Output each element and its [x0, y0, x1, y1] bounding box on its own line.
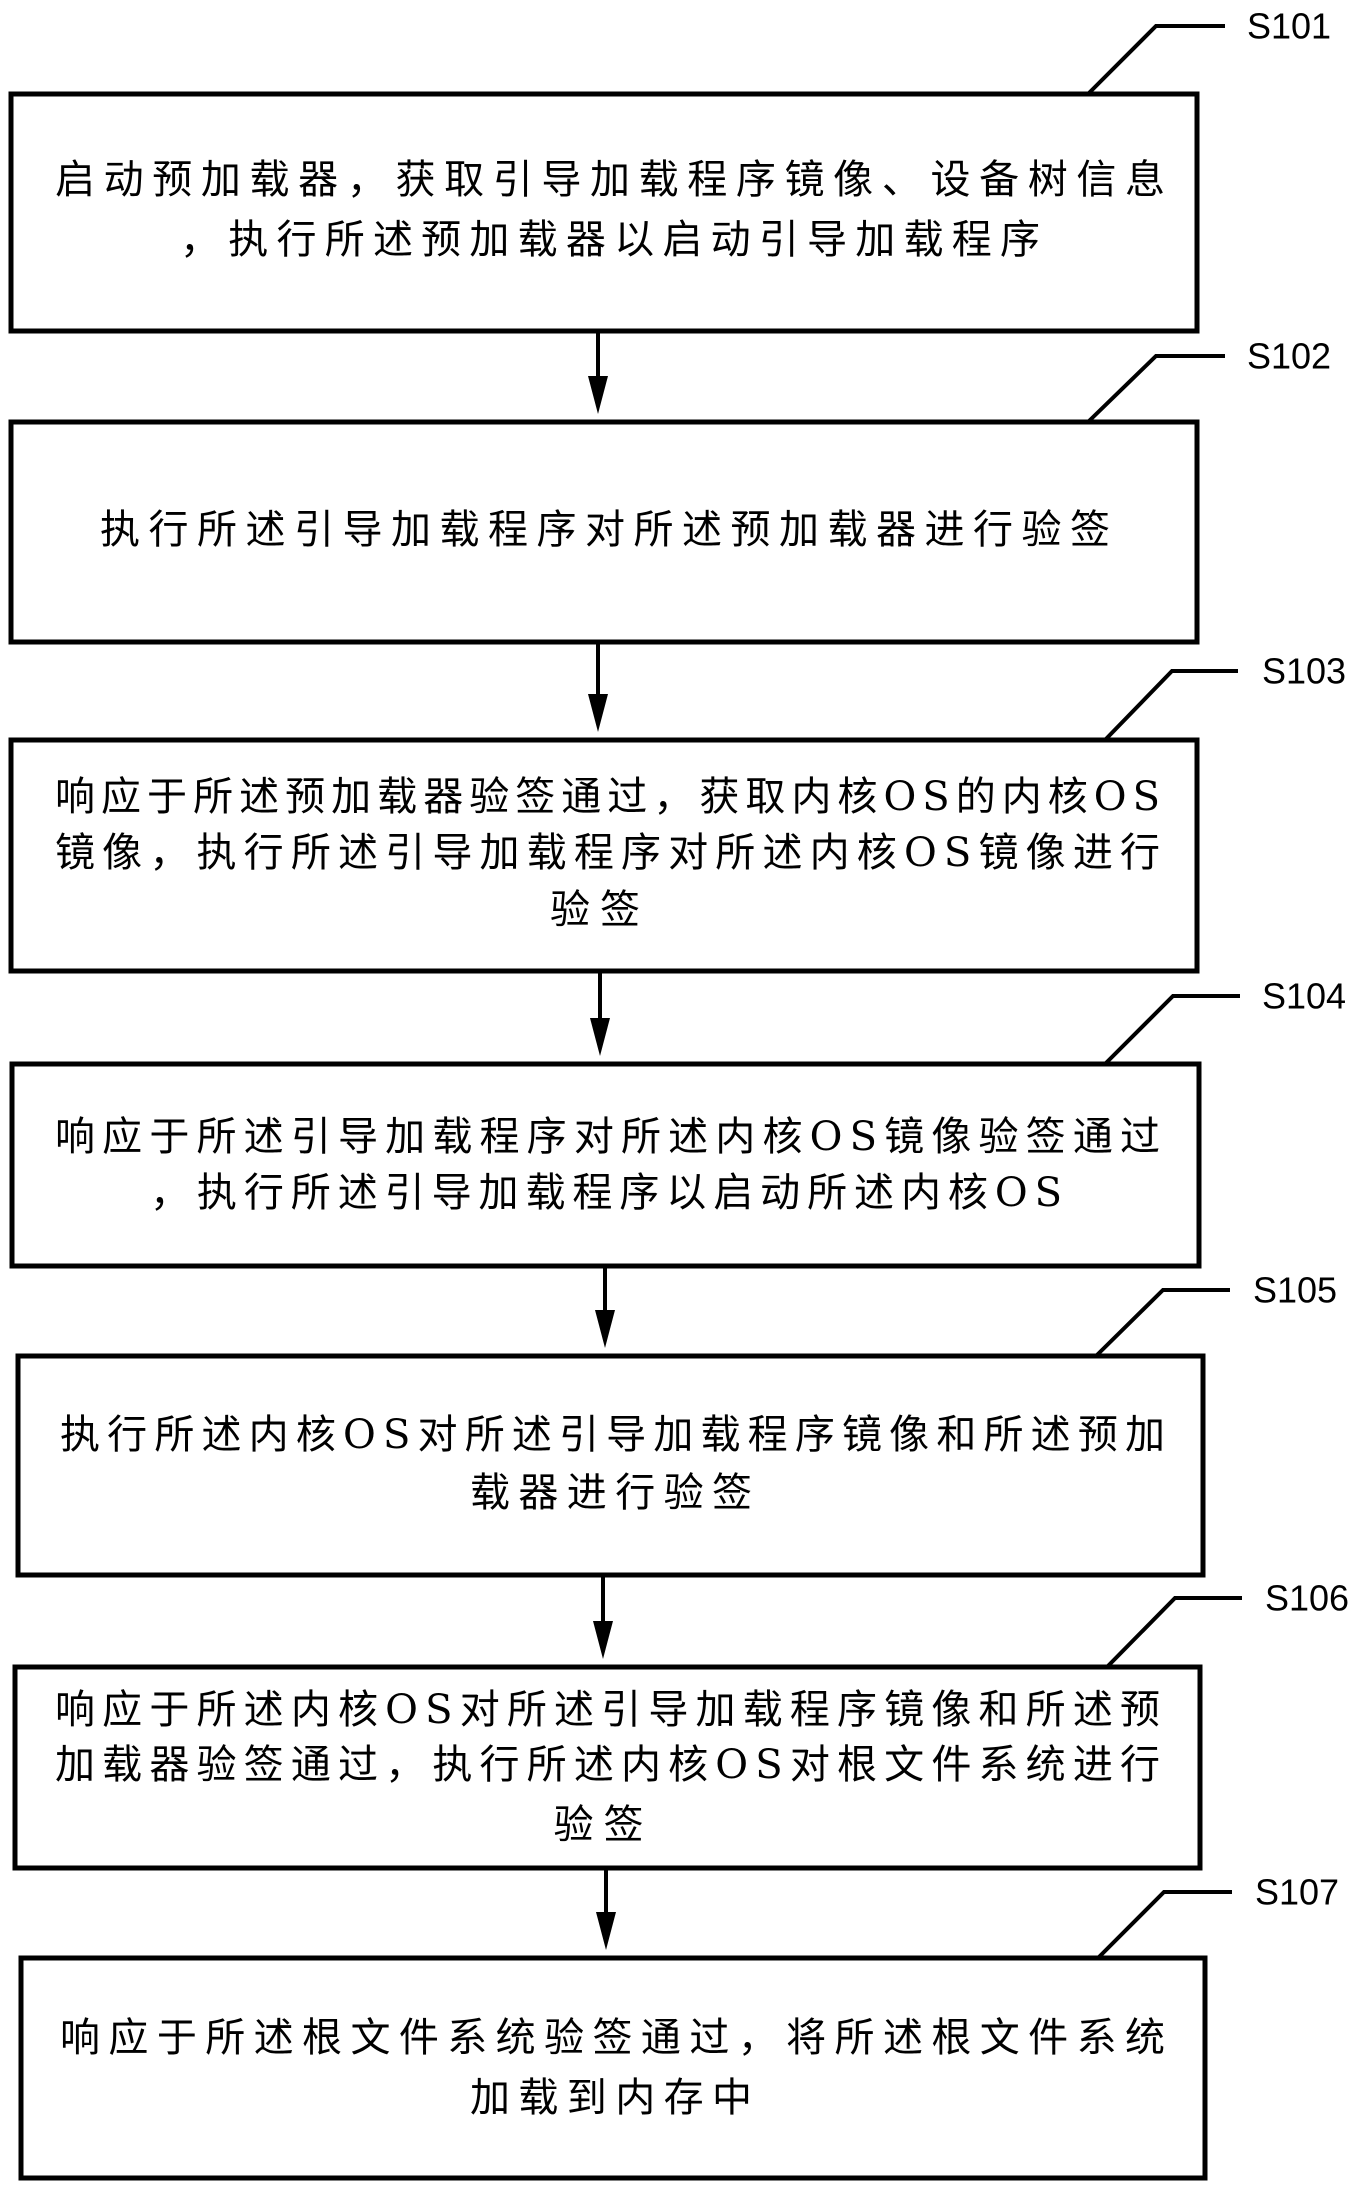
step-text-line: 验签: [554, 1802, 654, 1848]
step-box: [12, 1664, 1203, 1871]
step-text-line: 验签: [550, 887, 650, 933]
arrow-head-icon: [595, 1310, 615, 1348]
arrow-head-icon: [593, 1621, 613, 1659]
step-text-line: 响应于所述内核OS对所述引导加载程序镜像和所述预: [55, 1687, 1160, 1733]
step-label-leader: [1096, 1890, 1232, 1960]
step-text-line: 响应于所述预加载器验签通过，获取内核OS的内核OS: [55, 774, 1160, 820]
step-label: S106: [1265, 1578, 1349, 1619]
step-text-line: 响应于所述引导加载程序对所述内核OS镜像验签通过: [55, 1114, 1160, 1160]
step-text-line: 镜像，执行所述引导加载程序对所述内核OS镜像进行: [55, 830, 1160, 876]
arrow-head-icon: [596, 1912, 616, 1950]
step-label-leader: [1086, 354, 1225, 424]
steps-layer: 启动预加载器，获取引导加载程序镜像、设备树信息，执行所述预加载器以启动引导加载程…: [8, 6, 1349, 2181]
step-label: S102: [1247, 336, 1331, 377]
step-label: S101: [1247, 6, 1331, 47]
step-text-line: 响应于所述根文件系统验签通过，将所述根文件系统: [60, 2015, 1165, 2061]
arrow-head-icon: [588, 376, 608, 414]
step-label-leader: [1103, 994, 1240, 1066]
step-box: [8, 737, 1200, 974]
step-s106: 响应于所述内核OS对所述引导加载程序镜像和所述预加载器验签通过，执行所述内核OS…: [12, 1578, 1349, 1871]
step-text-line: ，执行所述引导加载程序以启动所述内核OS: [150, 1170, 1062, 1216]
step-label-leader: [1086, 24, 1225, 96]
step-s102: 执行所述引导加载程序对所述预加载器进行验签 S102: [8, 336, 1331, 645]
step-box: [15, 1353, 1206, 1578]
arrow-s103-to-s104: [590, 971, 610, 1056]
arrow-s101-to-s102: [588, 331, 608, 414]
step-label: S103: [1262, 651, 1346, 692]
step-label-leader: [1094, 1288, 1230, 1358]
step-label: S107: [1255, 1872, 1339, 1913]
arrow-s106-to-s107: [596, 1868, 616, 1950]
step-text-line: 执行所述内核OS对所述引导加载程序镜像和所述预加: [60, 1412, 1165, 1458]
step-s104: 响应于所述引导加载程序对所述内核OS镜像验签通过 ，执行所述引导加载程序以启动所述…: [9, 976, 1346, 1269]
step-text-line: 执行所述引导加载程序对所述预加载器进行验签: [100, 507, 1110, 553]
step-label-leader: [1103, 669, 1238, 742]
step-label-leader: [1105, 1596, 1242, 1669]
arrow-head-icon: [590, 1018, 610, 1056]
edges-layer: [588, 331, 616, 1950]
step-text-line: 启动预加载器，获取引导加载程序镜像、设备树信息: [55, 157, 1165, 203]
arrow-s104-to-s105: [595, 1266, 615, 1348]
step-box: [18, 1955, 1208, 2181]
step-box: [9, 1061, 1202, 1269]
step-text-line: 加载器验签通过，执行所述内核OS对根文件系统进行: [55, 1742, 1160, 1788]
step-label: S105: [1253, 1270, 1337, 1311]
step-s103: 响应于所述预加载器验签通过，获取内核OS的内核OS 镜像，执行所述引导加载程序对所…: [8, 651, 1346, 974]
arrow-s105-to-s106: [593, 1575, 613, 1659]
arrow-s102-to-s103: [588, 642, 608, 732]
step-label: S104: [1262, 976, 1346, 1017]
step-s101: 启动预加载器，获取引导加载程序镜像、设备树信息，执行所述预加载器以启动引导加载程…: [8, 6, 1331, 334]
step-box: [8, 91, 1200, 334]
arrow-head-icon: [588, 694, 608, 732]
step-box: [8, 419, 1200, 645]
